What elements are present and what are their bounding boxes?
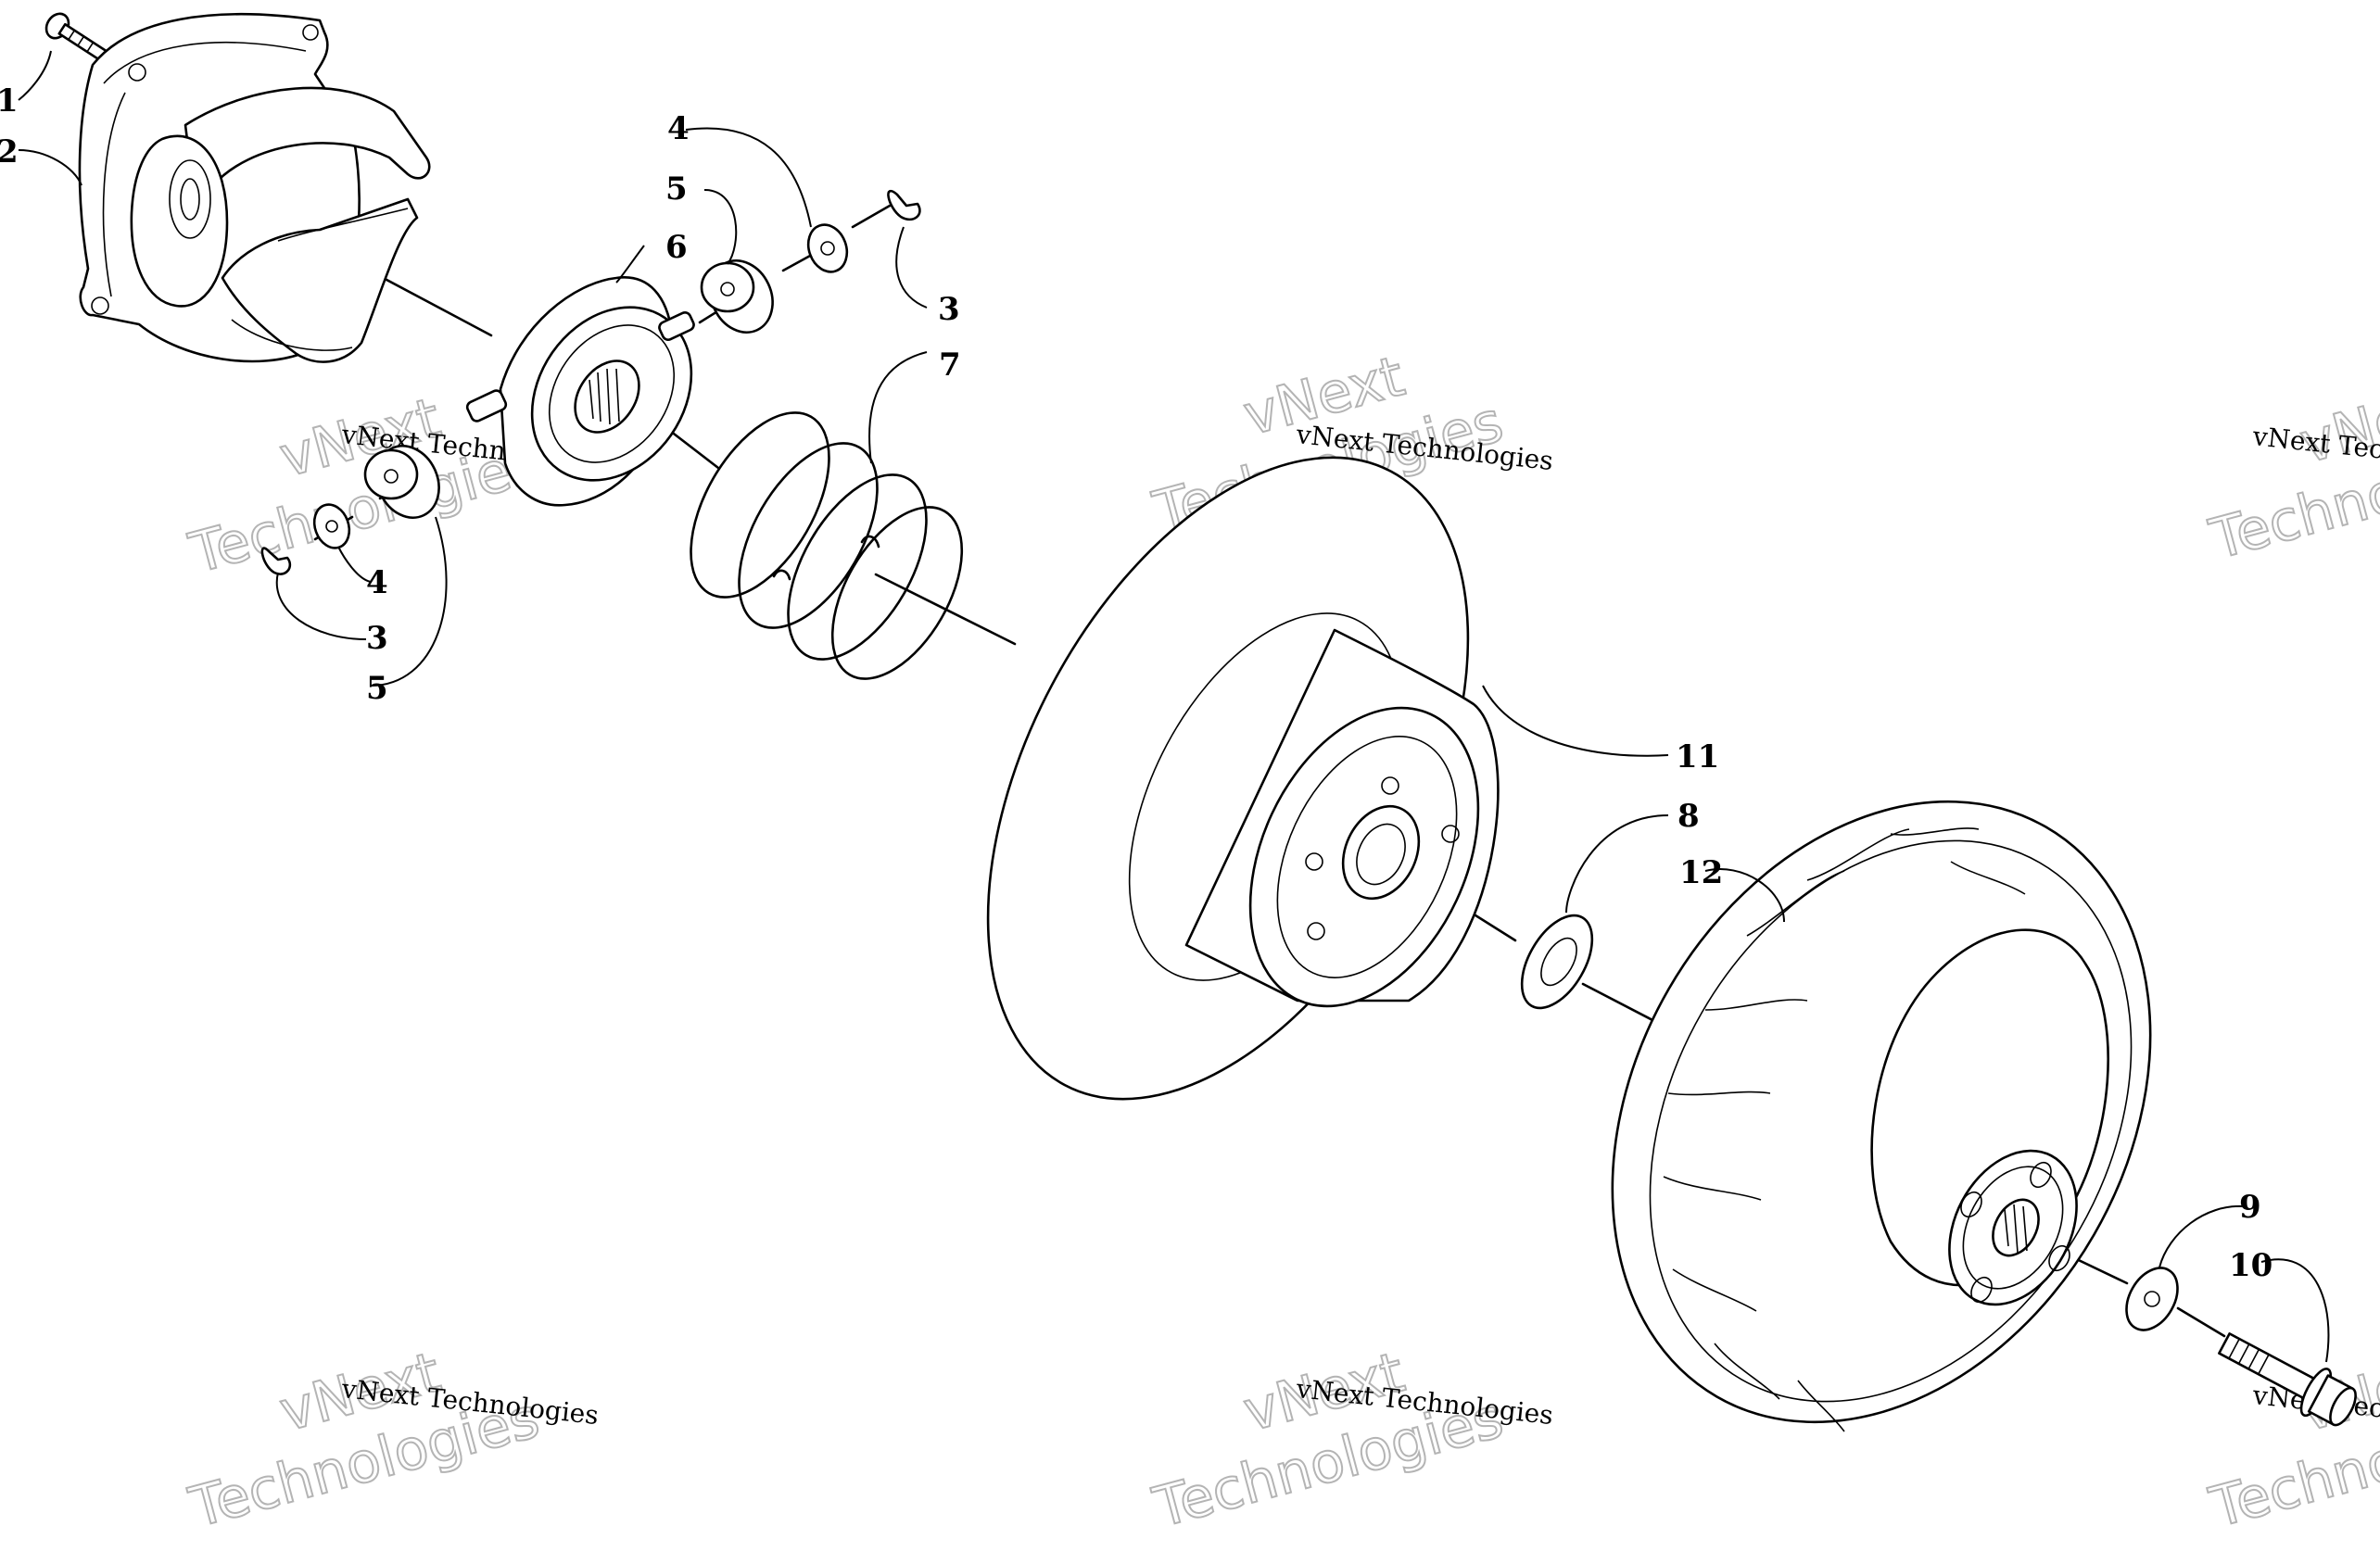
watermark-group-5: vNext Technologies vNext Technologies — [1146, 1339, 1554, 1542]
callout-12: 12 — [1679, 854, 1723, 891]
callout-4-upper: 4 — [667, 110, 690, 147]
part-eclip-upper — [887, 189, 921, 221]
callout-1: 1 — [0, 82, 19, 120]
part-movable-sheave — [986, 456, 1500, 1101]
callout-2: 2 — [0, 133, 19, 170]
callout-labels: 1 2 3 4 5 6 7 8 9 10 11 12 4 3 5 — [0, 82, 2272, 1284]
part-roller-lower — [363, 445, 440, 519]
part-eclip-lower — [260, 547, 292, 575]
part-washer-large — [1520, 914, 1594, 1010]
callout-10: 10 — [2229, 1247, 2272, 1284]
callout-9: 9 — [2239, 1189, 2261, 1226]
watermark-group-4: vNext Technologies vNext Technologies — [182, 1339, 600, 1542]
callout-5-lower: 5 — [366, 670, 388, 707]
callout-5-upper: 5 — [665, 170, 688, 208]
part-spring — [690, 411, 964, 680]
part-bolt — [2218, 1332, 2357, 1427]
callout-4-lower: 4 — [366, 564, 388, 601]
watermark-group-3: vNext Technologies vNext Technologies — [2202, 371, 2380, 574]
callout-3-upper: 3 — [938, 291, 960, 328]
callout-6: 6 — [665, 229, 688, 266]
watermark-group-6: vNext Technologies vNext Technologies — [2202, 1339, 2380, 1542]
leader-lines — [18, 50, 2330, 1363]
part-roller-upper — [700, 259, 774, 334]
callout-11: 11 — [1676, 738, 1719, 776]
part-washer-bolt — [2125, 1267, 2179, 1331]
part-spider-hub — [465, 276, 695, 507]
part-fixed-sheave — [1611, 800, 2152, 1432]
part-washer-upper — [806, 223, 849, 273]
part-cover-housing — [78, 13, 431, 363]
callout-8: 8 — [1677, 798, 1700, 835]
callout-3-lower: 3 — [366, 620, 388, 657]
callout-7: 7 — [939, 347, 961, 384]
